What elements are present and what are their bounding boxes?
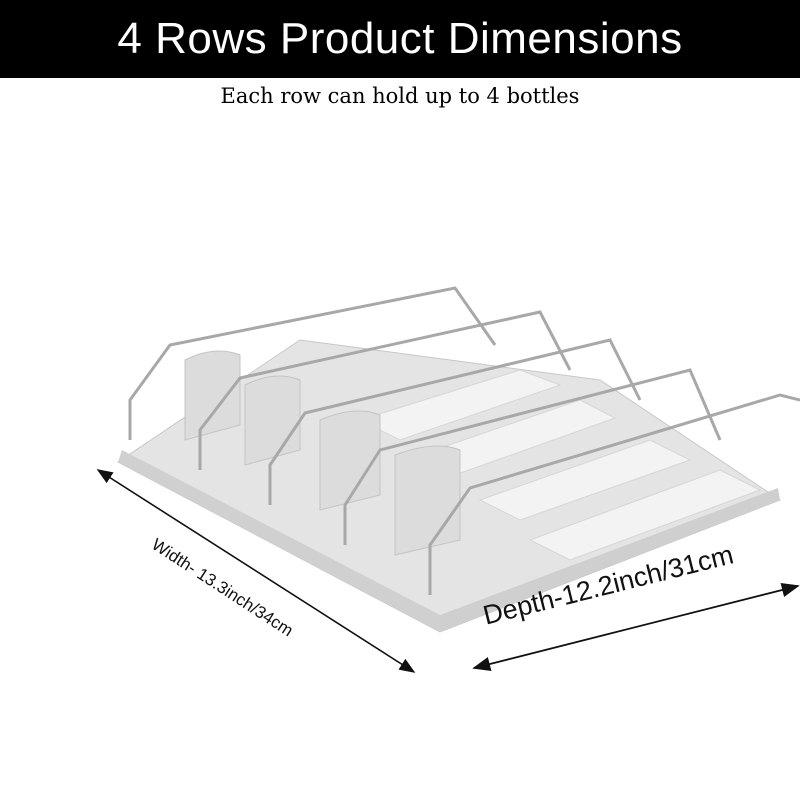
page-title: 4 Rows Product Dimensions — [117, 14, 683, 63]
shelf-rack — [117, 286, 800, 633]
width-arrow — [96, 469, 416, 673]
title-banner: 4 Rows Product Dimensions — [0, 0, 800, 78]
subtitle: Each row can hold up to 4 bottles — [220, 84, 580, 108]
depth-arrow — [472, 582, 800, 672]
